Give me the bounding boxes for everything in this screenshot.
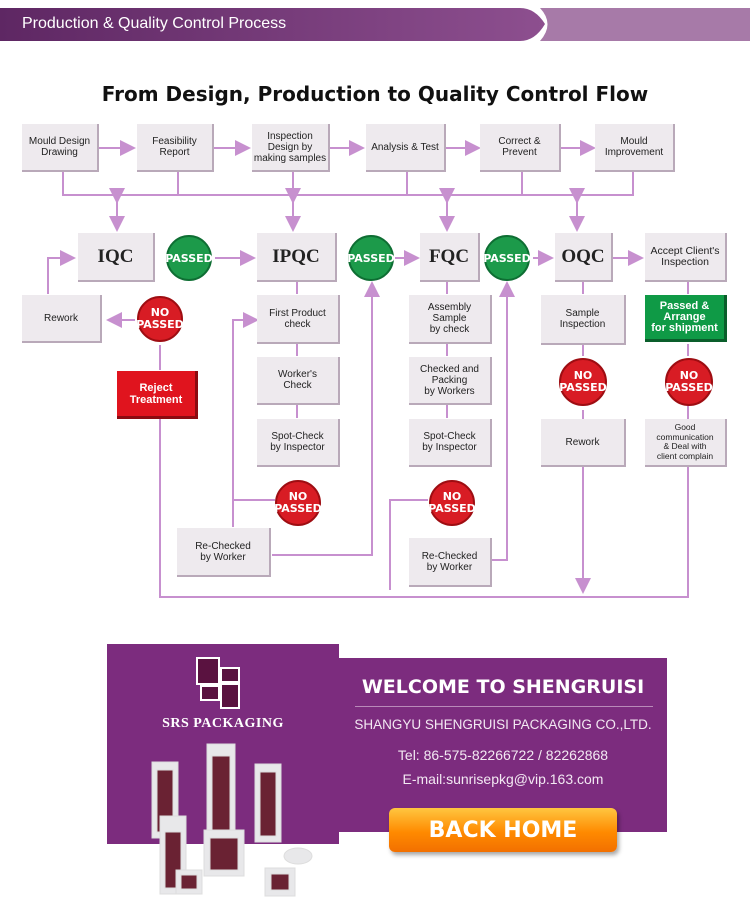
back-home-button[interactable]: BACK HOME: [389, 808, 617, 852]
flow-title: From Design, Production to Quality Contr…: [101, 82, 649, 106]
welcome-heading: WELCOME TO SHENGRUISI: [361, 676, 645, 698]
reject-treatment: Reject Treatment: [117, 371, 198, 419]
product-bottles-image: [151, 743, 313, 897]
passed-badge: PASSED: [165, 235, 213, 281]
divider: [355, 706, 653, 707]
fqc-rechecked: Re-Checked by Worker: [409, 538, 492, 587]
passed-badge: PASSED: [347, 235, 395, 281]
stage-ipqc: IPQC: [257, 233, 337, 282]
step-analysis-test: Analysis & Test: [366, 124, 446, 172]
oqc-sample-inspection: Sample Inspection: [541, 295, 626, 345]
accept-client-inspection: Accept Client's Inspection: [645, 233, 727, 282]
passed-arrange-shipment: Passed & Arrange for shipment: [645, 295, 727, 342]
header-banner: [0, 8, 750, 41]
srs-logo-icon: [196, 657, 240, 709]
contact-panel: [339, 658, 667, 832]
passed-badge: PASSED: [483, 235, 531, 281]
ipqc-workers-check: Worker's Check: [257, 357, 340, 405]
step-inspection-design: Inspection Design by making samples: [252, 124, 330, 172]
ipqc-first-product: First Product check: [257, 295, 340, 344]
iqc-rework: Rework: [22, 295, 102, 343]
header-title: Production & Quality Control Process: [22, 15, 287, 32]
no-passed-badge: NO PASSED: [136, 296, 184, 342]
no-passed-badge: NO PASSED: [665, 358, 713, 406]
step-mould-improvement: Mould Improvement: [595, 124, 675, 172]
stage-iqc: IQC: [78, 233, 155, 282]
oqc-rework: Rework: [541, 419, 626, 467]
no-passed-badge: NO PASSED: [559, 358, 607, 406]
step-feasibility: Feasibility Report: [137, 124, 214, 172]
fqc-spot-check: Spot-Check by Inspector: [409, 419, 492, 467]
email: E-mail:sunrisepkg@vip.163.com: [402, 771, 604, 787]
step-correct-prevent: Correct & Prevent: [480, 124, 561, 172]
step-mould-design: Mould Design Drawing: [22, 124, 99, 172]
brand-name: SRS PACKAGING: [162, 716, 284, 731]
fqc-checked-packing: Checked and Packing by Workers: [409, 357, 492, 405]
no-passed-badge: NO PASSED: [428, 480, 476, 526]
company-name: SHANGYU SHENGRUISI PACKAGING CO.,LTD.: [354, 717, 652, 732]
telephone: Tel: 86-575-82266722 / 82262868: [397, 747, 609, 763]
ipqc-rechecked: Re-Checked by Worker: [177, 528, 271, 577]
stage-fqc: FQC: [420, 233, 480, 282]
good-communication: Good communication & Deal with client co…: [645, 419, 727, 467]
no-passed-badge: NO PASSED: [274, 480, 322, 526]
ipqc-spot-check: Spot-Check by Inspector: [257, 419, 340, 467]
fqc-assembly-sample: Assembly Sample by check: [409, 295, 492, 344]
stage-oqc: OQC: [555, 233, 613, 282]
